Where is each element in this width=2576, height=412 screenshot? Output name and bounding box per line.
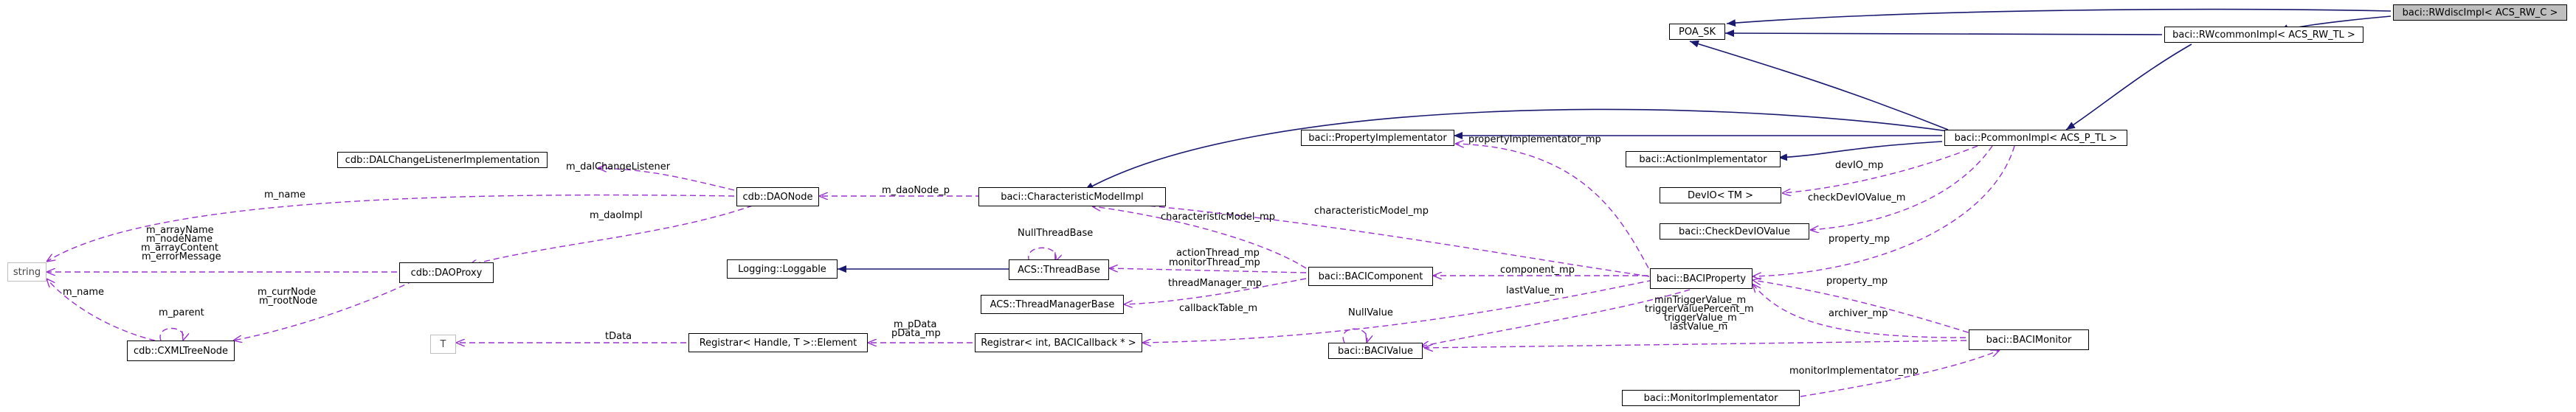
label-nullthreadbase: NullThreadBase <box>1018 228 1094 239</box>
node-checkdeviovalue[interactable]: baci::CheckDevIOValue <box>1660 223 1809 240</box>
node-rwdiscimpl[interactable]: baci::RWdiscImpl< ACS_RW_C > <box>2393 4 2567 21</box>
label-m-daoimpl: m_daoImpl <box>590 210 643 221</box>
edge-m-dalchangelistener <box>598 168 735 191</box>
edge-devio-mp <box>1782 145 1978 193</box>
label-property-mp-2: property_mp <box>1826 276 1888 287</box>
label-threadmanager-mp: threadManager_mp <box>1168 278 1263 289</box>
edge-monitorimpl-mp <box>1800 350 2000 397</box>
label-m-arrayname: m_arrayName <box>146 225 214 236</box>
edge-rwdisc-to-poa <box>1726 8 2392 27</box>
node-bacivalue[interactable]: baci::BACIValue <box>1328 343 1423 359</box>
edge-propimpl-mp <box>1455 144 1654 277</box>
edge-threads <box>1109 268 1307 273</box>
edge-characteristicmodel-mp-1 <box>1092 200 1650 277</box>
label-m-nodename: m_nodeName <box>146 234 213 245</box>
node-registrar-int[interactable]: Registrar< int, BACICallback * > <box>975 333 1142 352</box>
node-pcommonimpl[interactable]: baci::PcommonImpl< ACS_P_TL > <box>1944 130 2127 146</box>
label-component-mp: component_mp <box>1500 265 1575 276</box>
edge-checkdevio-m <box>1810 145 1993 230</box>
node-dalchangelistener[interactable]: cdb::DALChangeListenerImplementation <box>337 152 548 168</box>
edge-m-daoimpl <box>469 205 753 265</box>
label-callbacktable-m: callbackTable_m <box>1179 303 1258 314</box>
node-devio[interactable]: DevIO< TM > <box>1660 187 1781 203</box>
edge-threadmanager-mp <box>1124 278 1307 304</box>
node-daonode[interactable]: cdb::DAONode <box>736 187 819 206</box>
node-monitorimplementator[interactable]: baci::MonitorImplementator <box>1622 390 1800 406</box>
edge-m-currnode <box>233 280 414 341</box>
label-pdata-mp: pData_mp <box>891 328 941 339</box>
label-monitorthread-mp: monitorThread_mp <box>1169 257 1260 268</box>
label-tdata: tData <box>605 331 632 342</box>
node-bacicomponent[interactable]: baci::BACIComponent <box>1308 267 1433 286</box>
label-monitorimplementator-mp: monitorImplementator_mp <box>1789 366 1919 377</box>
edge-pcommon-to-poa <box>1689 40 1949 130</box>
label-m-rootnode: m_rootNode <box>259 296 318 307</box>
label-m-pdata: m_pData <box>894 319 937 330</box>
label-triggervalue-m: triggerValue_m <box>1664 313 1737 324</box>
node-propertyimplementator[interactable]: baci::PropertyImplementator <box>1301 130 1454 146</box>
node-t[interactable]: T <box>430 335 456 354</box>
label-m-arraycontent: m_arrayContent <box>141 242 218 254</box>
node-loggable[interactable]: Logging::Loggable <box>727 259 838 279</box>
label-characteristicmodel-mp-2: characteristicModel_mp <box>1161 212 1275 223</box>
label-m-currnode: m_currNode <box>258 287 316 298</box>
edge-pcommon-to-actionimpl <box>1778 141 1943 161</box>
node-threadbase[interactable]: ACS::ThreadBase <box>1009 259 1109 280</box>
edge-rwcommon-to-poa <box>1724 29 2163 38</box>
node-string[interactable]: string <box>7 262 46 282</box>
label-triggervaluepercent-m: triggerValuePercent_m <box>1645 304 1754 315</box>
edge-m-name-2 <box>46 279 156 341</box>
edge-nullvalue <box>1342 328 1367 343</box>
edge-monitor-to-value <box>1424 340 1967 348</box>
label-lastvalue-m-2: lastValue_m <box>1670 321 1728 332</box>
edge-lastvalue-m-1 <box>1420 289 1691 346</box>
label-characteristicmodel-mp-1: characteristicModel_mp <box>1314 206 1429 217</box>
node-characteristicmodelimpl[interactable]: baci::CharacteristicModelImpl <box>978 187 1166 206</box>
label-mintriggervalue-m: minTriggerValue_m <box>1654 295 1747 306</box>
label-m-dalchangelistener: m_dalChangeListener <box>566 161 671 172</box>
label-m-name-2: m_name <box>63 287 105 298</box>
node-daoproxy[interactable]: cdb::DAOProxy <box>399 262 494 283</box>
label-archiver-mp: archiver_mp <box>1829 308 1888 319</box>
label-checkdeviovalue-m: checkDevIOValue_m <box>1808 192 1906 203</box>
label-actionthread-mp: actionThread_mp <box>1176 248 1260 259</box>
label-nullvalue: NullValue <box>1348 307 1393 318</box>
node-rwcommonimpl[interactable]: baci::RWcommonImpl< ACS_RW_TL > <box>2164 27 2363 43</box>
label-property-mp-1: property_mp <box>1829 234 1890 245</box>
node-baciproperty[interactable]: baci::BACIProperty <box>1650 268 1753 289</box>
edge-nullthreadbase <box>1028 247 1056 262</box>
label-m-parent: m_parent <box>159 307 204 318</box>
label-m-errormessage: m_errorMessage <box>142 251 221 262</box>
node-actionimplementator[interactable]: baci::ActionImplementator <box>1626 151 1781 167</box>
label-m-name-1: m_name <box>264 189 306 200</box>
edge-property-mp-1 <box>1753 145 2015 276</box>
label-devio-mp: devIO_mp <box>1835 160 1884 171</box>
node-poa-sk[interactable]: POA_SK <box>1669 24 1725 40</box>
label-lastvalue-m-1: lastValue_m <box>1506 285 1564 296</box>
edge-rwcommon-to-pcommon <box>2065 43 2192 130</box>
edge-m-parent <box>159 327 184 341</box>
edge-pcommon-to-characteristic <box>1084 108 1949 191</box>
node-bacimonitor[interactable]: baci::BACIMonitor <box>1969 329 2089 350</box>
node-cxmltreenode[interactable]: cdb::CXMLTreeNode <box>127 341 235 361</box>
edge-m-name-1 <box>46 194 735 262</box>
edge-property-mp-2 <box>1753 280 1978 336</box>
label-m-daonode-p: m_daoNode_p <box>882 185 950 196</box>
edge-archiver-mp <box>1753 284 1986 338</box>
node-registrar-element[interactable]: Registrar< Handle, T >::Element <box>688 333 868 352</box>
label-propertyimplementator-mp: propertyImplementator_mp <box>1468 134 1601 145</box>
node-threadmanagerbase[interactable]: ACS::ThreadManagerBase <box>981 295 1124 314</box>
